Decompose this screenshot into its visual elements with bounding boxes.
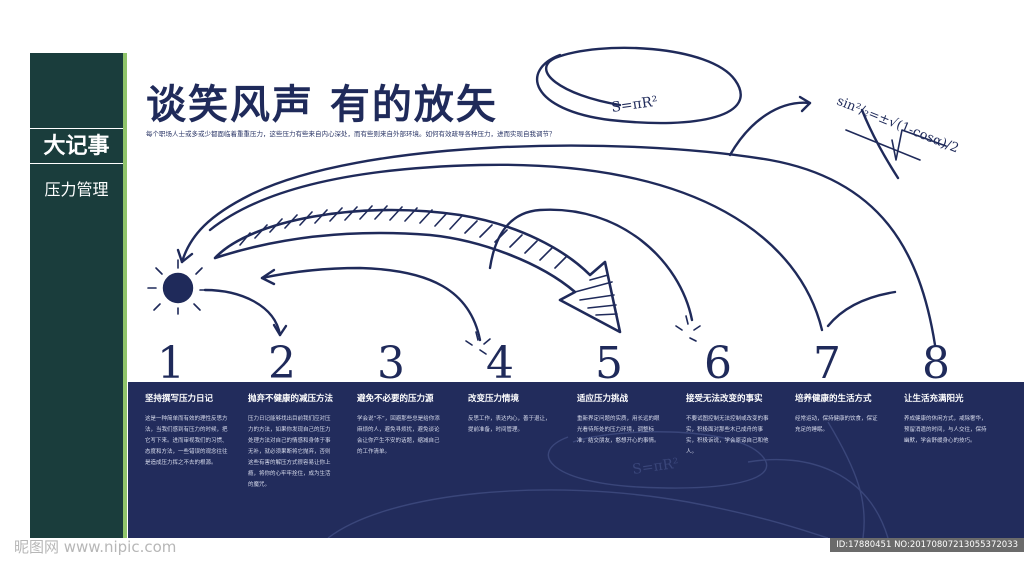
step-body-7: 经常运动，保持健康的饮食，保证充足的睡眠。 [795,416,878,433]
steps-band: S=πR² 坚持撰写压力日记 这是一种简单而有效的理性反思方法，当我们感到有压力… [128,382,1024,538]
step-column-1: 坚持撰写压力日记 这是一种简单而有效的理性反思方法，当我们感到有压力的时候，把它… [145,382,253,538]
step-title-6: 接受无法改变的事实 [686,394,763,404]
step-number-4: 4 [486,338,514,389]
step-number-6: 6 [704,338,732,389]
step-title-7: 培养健康的生活方式 [795,394,872,404]
step-body-8: 养成健康的休闲方式，戒除奢华，预留消遣的时间，与人交往，保持幽默，学会舒缓身心的… [904,416,987,444]
step-title-1: 坚持撰写压力日记 [145,394,214,404]
sidebar-panel [30,53,123,538]
watermark-left: 昵图网 www.nipic.com [14,538,177,556]
step-column-6: 接受无法改变的事实 不要试图控制无法控制或改变的事实，积极面对那些木已成舟的事实… [686,382,794,538]
step-column-2: 抛弃不健康的减压方法 压力日记能够找出目前我们应对压力的方法，如果你发现自己的压… [248,382,356,538]
watermark-right: ID:17880451 NO:20170807213055372033 [830,538,1024,552]
step-column-4: 改变压力情境 反思工作，表达内心，善于退让，提前准备，时间管理。 [468,382,576,538]
step-title-8: 让生活充满阳光 [904,394,964,404]
step-body-5: 重新界定问题的实质，用长远的眼光看待所处的压力环境，调整标准，结交朋友，憨想开心… [577,416,660,444]
band-sketch-decoration: S=πR² [327,421,889,538]
step-number-5: 5 [595,338,623,389]
step-title-2: 抛弃不健康的减压方法 [248,394,334,404]
step-number-1: 1 [157,338,185,389]
formula-area-text: S=πR² [610,94,658,116]
step-body-1: 这是一种简单而有效的理性反思方法，当我们感到有压力的时候，把它写下来。进而审视我… [145,416,228,466]
step-body-6: 不要试图控制无法控制或改变的事实，积极面对那些木已成舟的事实，积极诉说，学会原谅… [686,416,769,455]
step-number-2: 2 [268,338,296,389]
step-number-7: 7 [813,338,841,389]
step-number-3: 3 [377,338,405,389]
page-title: 谈笑风声 有的放矢 [146,82,498,128]
step-column-5: 适应压力挑战 重新界定问题的实质，用长远的眼光看待所处的压力环境，调整标准，结交… [577,382,685,538]
step-column-7: 培养健康的生活方式 经常运动，保持健康的饮食，保证充足的睡眠。 [795,382,903,538]
step-column-3: 避免不必要的压力源 学会说“不”，回避那些总是给你添麻烦的人，避免寻烦扰，避免谈… [357,382,465,538]
band-formula-area: S=πR² [631,456,679,478]
sidebar-accent-strip [123,53,127,538]
formula-trig-text: sin²/₂=±√(1-cosα)/2 [835,94,961,157]
step-body-4: 反思工作，表达内心，善于退让，提前准备，时间管理。 [468,416,551,433]
step-title-4: 改变压力情境 [468,394,520,404]
step-number-8: 8 [922,338,950,389]
step-body-2: 压力日记能够找出目前我们应对压力的方法，如果你发现自己的压力处理方法对自己的情感… [248,416,331,488]
step-title-5: 适应压力挑战 [577,394,629,404]
sidebar-title: 大记事 [30,128,123,164]
page-intro: 每个职场人士或多或少都面临着重重压力，这些压力有些来自内心深处，而有些则来自外部… [146,130,556,138]
step-body-3: 学会说“不”，回避那些总是给你添麻烦的人，避免寻烦扰，避免谈论会让你产生不安的话… [357,416,440,455]
step-title-3: 避免不必要的压力源 [357,394,434,404]
step-column-8: 让生活充满阳光 养成健康的休闲方式，戒除奢华，预留消遣的时间，与人交往，保持幽默… [904,382,1012,538]
sidebar-subtitle: 压力管理 [44,180,109,199]
